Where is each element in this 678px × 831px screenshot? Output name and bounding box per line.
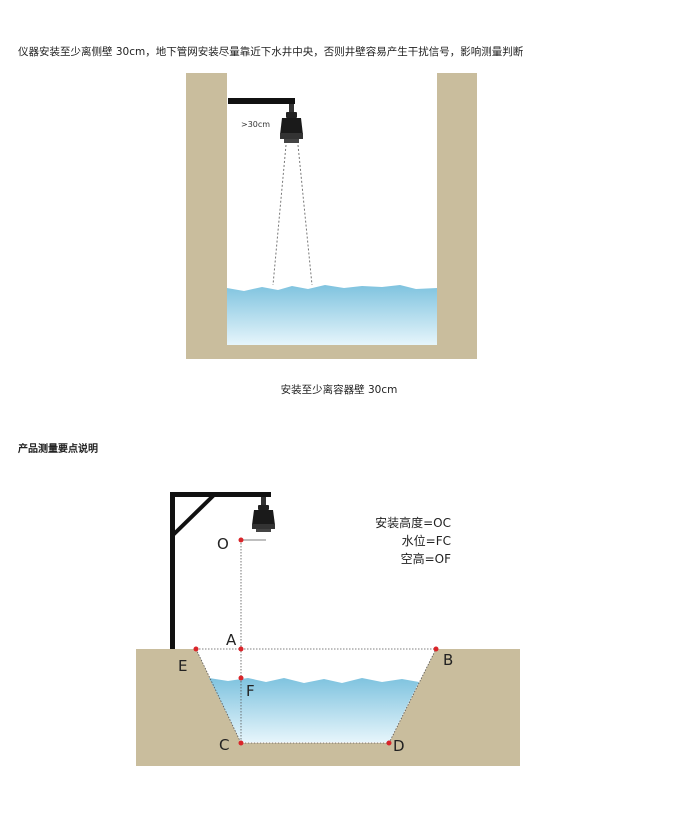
- container-wall-right: [437, 73, 477, 359]
- point-f-label: F: [246, 682, 255, 700]
- point-f-marker: [238, 675, 244, 681]
- installation-distance-diagram: >30cm: [186, 73, 477, 359]
- point-b-label: B: [443, 651, 453, 669]
- legend-water-level: 水位=FC: [402, 533, 451, 548]
- point-d-marker: [386, 740, 392, 746]
- water-body: [227, 285, 437, 345]
- ultrasonic-sensor-icon: [252, 497, 275, 532]
- ultrasonic-sensor-icon: [280, 104, 303, 143]
- bracket-brace: [171, 493, 216, 537]
- point-e-marker: [193, 646, 199, 652]
- point-b-marker: [433, 646, 439, 652]
- measurement-points-diagram: O A E B F C D 安装高度=OC 水位=FC 空高=OF: [136, 492, 520, 766]
- point-c-label: C: [219, 736, 229, 754]
- point-e-label: E: [178, 657, 187, 675]
- beam-right: [297, 144, 313, 286]
- section-title: 产品测量要点说明: [18, 444, 98, 455]
- legend-install-height: 安装高度=OC: [375, 515, 451, 530]
- figure1-caption: 安装至少离容器壁 30cm: [280, 384, 398, 396]
- mounting-bracket: [228, 98, 295, 104]
- point-a-marker: [238, 646, 244, 652]
- container-wall-left: [186, 73, 227, 359]
- container-floor: [186, 345, 477, 359]
- point-o-marker: [238, 537, 244, 543]
- ground-soil: [136, 649, 520, 766]
- distance-label: >30cm: [241, 120, 270, 129]
- pit-water: [209, 678, 419, 742]
- pit-outline: [195, 648, 437, 744]
- point-a-label: A: [226, 631, 237, 649]
- point-d-label: D: [393, 737, 405, 755]
- point-c-marker: [238, 740, 244, 746]
- bracket-arm: [170, 492, 271, 497]
- beam-left: [272, 144, 287, 286]
- point-o-label: O: [217, 535, 229, 553]
- legend-air-gap: 空高=OF: [401, 551, 452, 566]
- intro-paragraph: 仪器安装至少离侧壁 30cm，地下管网安装尽量靠近下水井中央，否则井壁容易产生干…: [18, 46, 524, 58]
- bracket-post: [170, 492, 175, 649]
